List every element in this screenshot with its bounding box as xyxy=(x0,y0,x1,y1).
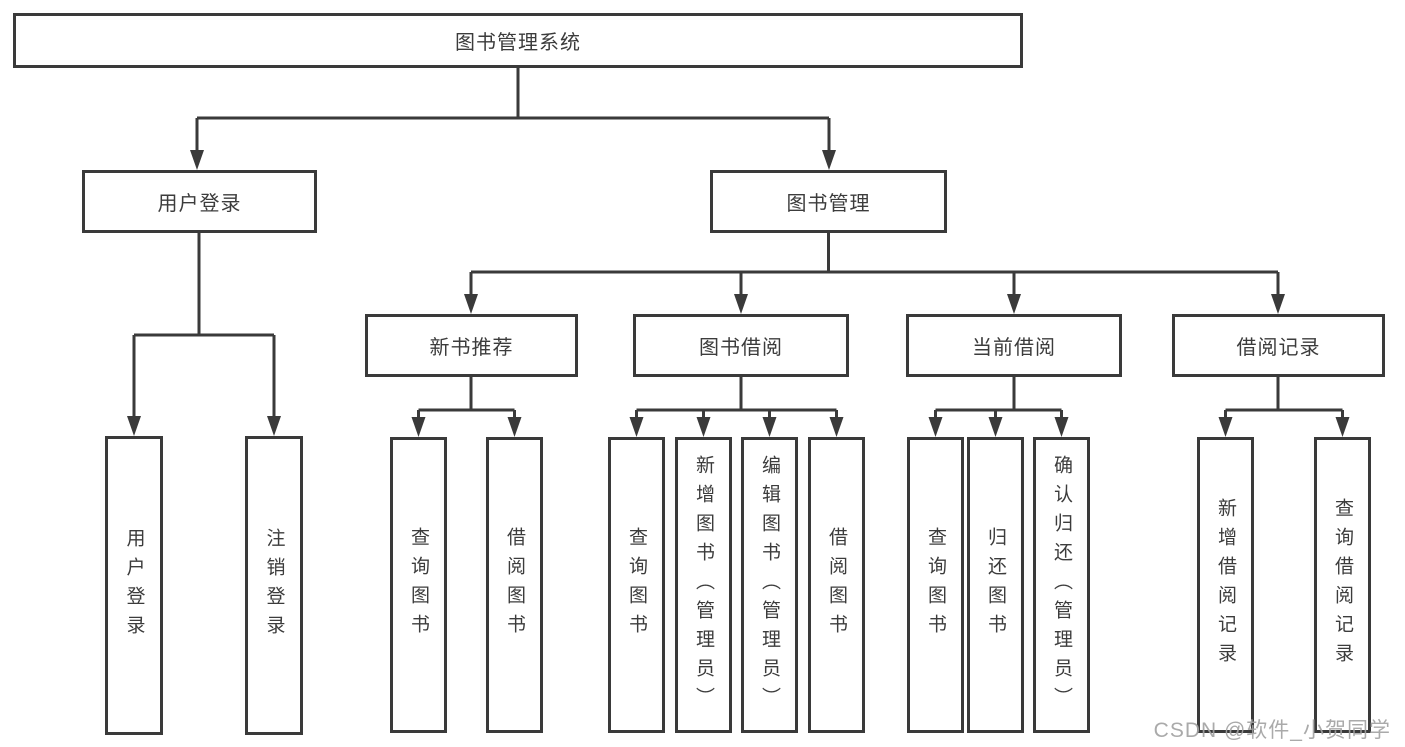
node-label: 查询图书 xyxy=(925,527,946,643)
leaf-borrow-books-recommend: 借阅图书 xyxy=(486,437,543,733)
node-label: 查询图书 xyxy=(408,527,429,643)
arrowhead xyxy=(1271,294,1285,314)
node-label: 借阅图书 xyxy=(504,527,525,643)
connector-new-book-recommend xyxy=(417,377,516,420)
connector-root xyxy=(195,68,831,152)
arrowhead xyxy=(1335,417,1350,437)
arrowhead xyxy=(629,417,644,437)
node-label: 用户登录 xyxy=(123,527,145,644)
arrowhead xyxy=(928,417,943,437)
arrowhead xyxy=(1007,294,1021,314)
node-label: 新增借阅记录 xyxy=(1215,498,1236,672)
node-label: 注销登录 xyxy=(263,527,285,644)
node-label: 图书管理 xyxy=(786,193,871,215)
node-label: 借阅图书 xyxy=(826,527,847,643)
leaf-return-books: 归还图书 xyxy=(967,437,1024,733)
leaf-add-book-admin: 新增图书（管理员） xyxy=(675,437,732,733)
leaf-query-books-recommend: 查询图书 xyxy=(390,437,447,733)
leaf-query-books-current: 查询图书 xyxy=(907,437,964,733)
arrowhead xyxy=(822,150,836,170)
arrowhead xyxy=(127,416,141,436)
node-current-borrow: 当前借阅 xyxy=(906,314,1122,377)
arrowhead xyxy=(267,416,281,436)
arrowhead xyxy=(1218,417,1233,437)
arrowhead xyxy=(829,417,844,437)
connector-user-login xyxy=(132,233,276,418)
connector-current-borrow xyxy=(934,377,1063,420)
leaf-query-borrow-record: 查询借阅记录 xyxy=(1314,437,1371,733)
node-label: 图书借阅 xyxy=(699,337,783,359)
arrowhead xyxy=(464,294,478,314)
arrowhead xyxy=(507,417,522,437)
node-label: 图书管理系统 xyxy=(455,32,581,54)
node-label: 查询图书 xyxy=(626,527,647,643)
arrowhead xyxy=(1054,417,1069,437)
node-new-book-recommend: 新书推荐 xyxy=(365,314,578,377)
node-user-login: 用户登录 xyxy=(82,170,317,233)
leaf-borrow-books: 借阅图书 xyxy=(808,437,865,733)
leaf-edit-book-admin: 编辑图书（管理员） xyxy=(741,437,798,733)
arrowhead xyxy=(190,150,204,170)
node-label: 借阅记录 xyxy=(1236,337,1321,359)
connector-book-management xyxy=(469,233,1280,296)
node-label: 用户登录 xyxy=(157,193,242,215)
node-label: 新书推荐 xyxy=(429,337,514,359)
node-label: 归还图书 xyxy=(985,527,1006,643)
node-label: 当前借阅 xyxy=(972,337,1056,359)
node-label: 新增图书（管理员） xyxy=(693,454,714,716)
node-book-management: 图书管理 xyxy=(710,170,947,233)
leaf-confirm-return-admin: 确认归还（管理员） xyxy=(1033,437,1090,733)
node-borrow-records: 借阅记录 xyxy=(1172,314,1385,377)
arrowhead xyxy=(762,417,777,437)
leaf-user-login: 用户登录 xyxy=(105,436,163,735)
leaf-query-books-borrow: 查询图书 xyxy=(608,437,665,733)
leaf-logout: 注销登录 xyxy=(245,436,303,735)
arrowhead xyxy=(696,417,711,437)
node-label: 确认归还（管理员） xyxy=(1051,454,1072,716)
node-library-system: 图书管理系统 xyxy=(13,13,1023,68)
connector-borrow-records xyxy=(1224,377,1344,420)
node-label: 查询借阅记录 xyxy=(1332,498,1353,672)
node-book-borrow: 图书借阅 xyxy=(633,314,849,377)
node-label: 编辑图书（管理员） xyxy=(759,454,780,716)
arrowhead xyxy=(411,417,426,437)
arrowhead xyxy=(734,294,748,314)
leaf-add-borrow-record: 新增借阅记录 xyxy=(1197,437,1254,733)
arrowhead xyxy=(988,417,1003,437)
connector-book-borrow xyxy=(635,377,838,420)
